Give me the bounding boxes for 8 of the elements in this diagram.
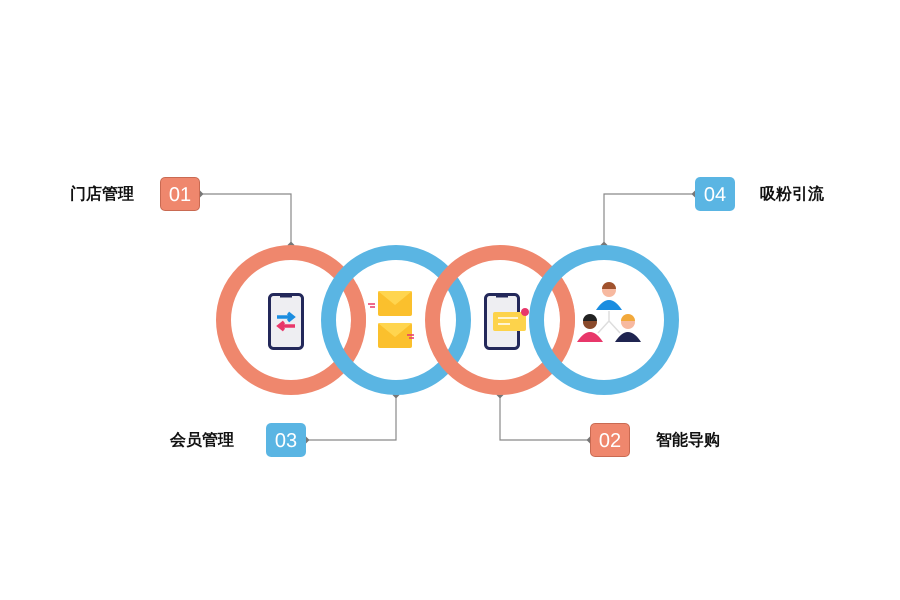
number-badge: 02 [590,423,630,457]
number-badge: 01 [160,177,200,211]
item-title: 吸粉引流 [760,184,824,204]
item-title: 智能导购 [656,430,720,450]
item-title: 门店管理 [70,184,134,204]
number-badge: 04 [695,177,735,211]
number-badge: 03 [266,423,306,457]
item-title: 会员管理 [170,430,234,450]
